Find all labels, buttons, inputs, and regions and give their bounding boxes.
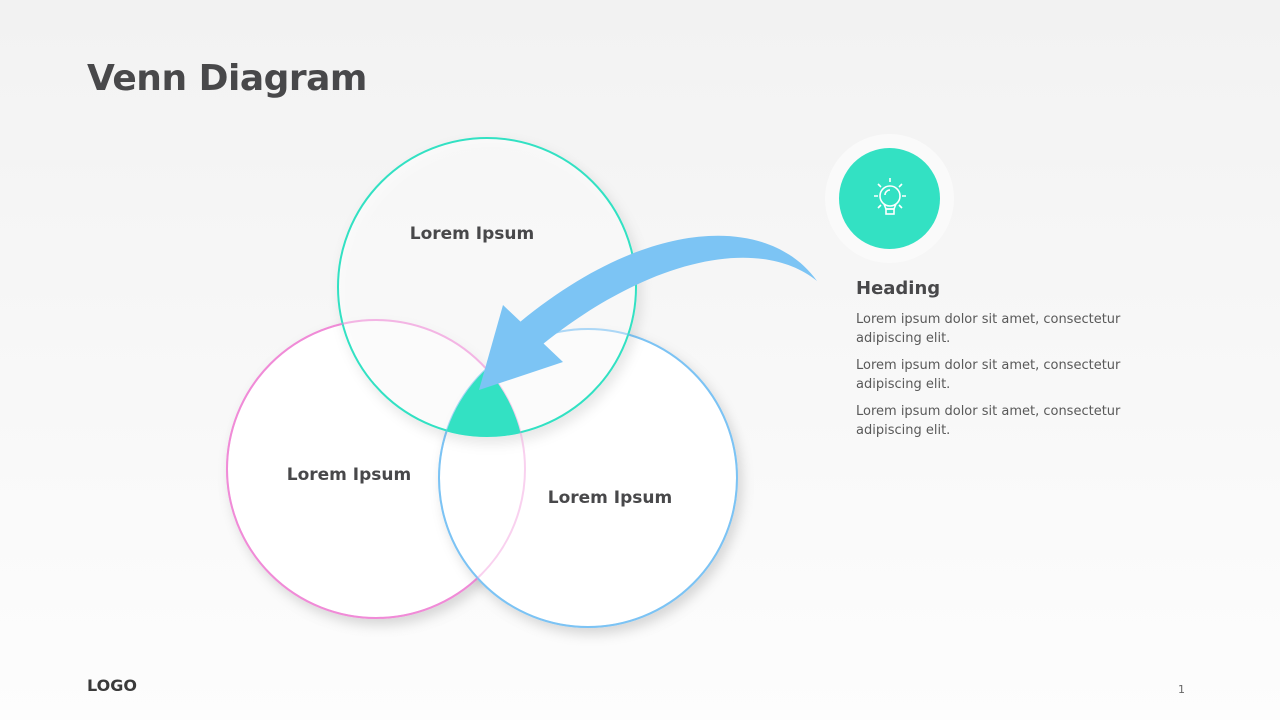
info-heading: Heading xyxy=(856,278,941,299)
circle-right-label: Lorem Ipsum xyxy=(547,488,673,508)
page-title: Venn Diagram xyxy=(87,58,367,99)
lightbulb-icon xyxy=(873,177,906,215)
icon-circle xyxy=(839,148,940,249)
info-paragraph: Lorem ipsum dolor sit amet, consectetur … xyxy=(856,312,1121,346)
info-paragraph: Lorem ipsum dolor sit amet, consectetur … xyxy=(856,404,1121,438)
logo: LOGO xyxy=(87,676,137,695)
circle-top-label: Lorem Ipsum xyxy=(409,224,535,244)
circle-left-label: Lorem Ipsum xyxy=(286,465,412,485)
page-number: 1 xyxy=(1178,683,1185,696)
curved-arrow xyxy=(479,235,817,390)
info-paragraph: Lorem ipsum dolor sit amet, consectetur … xyxy=(856,358,1121,392)
